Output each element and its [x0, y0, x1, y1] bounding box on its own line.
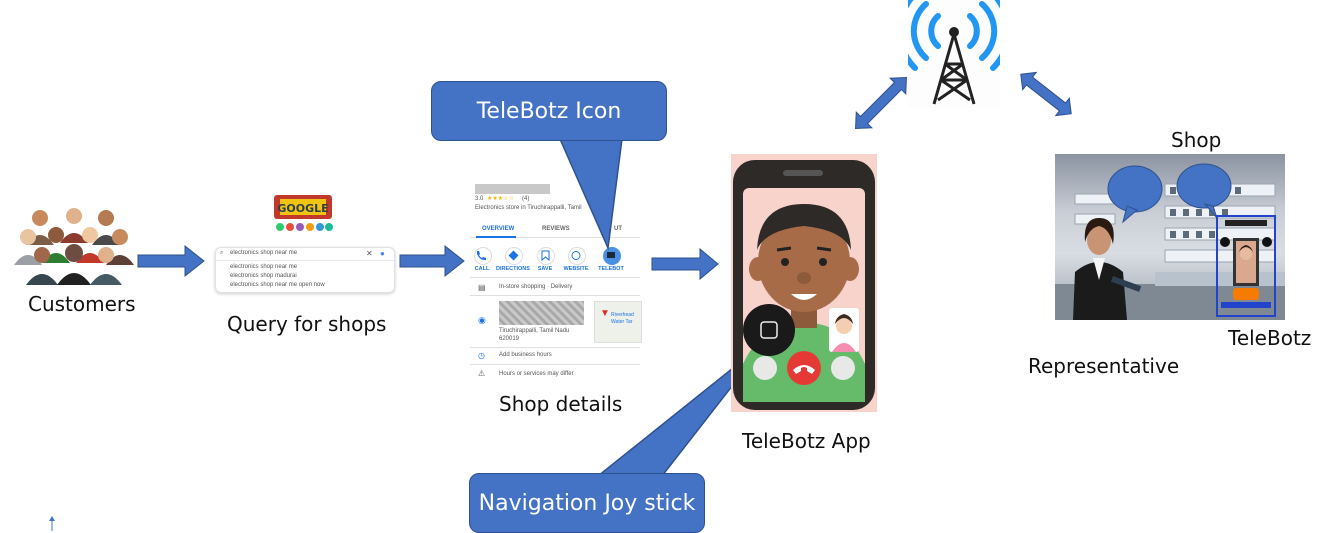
website-icon[interactable] [568, 247, 586, 265]
hours-note: Hours or services may differ [499, 371, 574, 377]
app-label: TeleBotz App [742, 429, 871, 453]
add-hours-link[interactable]: Add business hours [499, 352, 552, 358]
call-icon[interactable] [474, 247, 492, 265]
shop-details-label: Shop details [499, 392, 623, 416]
svg-text:GOOGLE: GOOGLE [277, 202, 328, 215]
wireless-tower-icon [896, 0, 1012, 71]
map-label: Riverhead [611, 312, 634, 318]
tower-illustration [896, 0, 1012, 108]
directions-label: DIRECTIONS [496, 266, 530, 272]
representative-label: Representative [1028, 354, 1180, 378]
service-options: In-store shopping · Delivery [499, 284, 573, 290]
call-label: CALL [474, 266, 490, 272]
search-input[interactable]: electronics shop near me [230, 250, 298, 256]
address-line: Tiruchirappalli, Tamil Nadu [499, 328, 570, 334]
representative-person [1073, 218, 1142, 320]
search-icon: ⌕ [220, 250, 224, 256]
tab-overview[interactable]: OVERVIEW [482, 226, 515, 232]
speech-bubbles [1107, 163, 1232, 224]
query-label: Query for shops [227, 312, 387, 336]
suggestion-item[interactable]: electronics shop near me [230, 264, 298, 270]
warning-icon: ⚠ [478, 369, 486, 378]
rating-stars: ★★★☆☆ [487, 196, 514, 202]
hangup-button [787, 351, 821, 385]
joystick-icon [743, 304, 795, 356]
joystick-callout: Navigation Joy stick [469, 473, 705, 533]
address-redacted [499, 301, 584, 325]
directions-icon[interactable] [505, 247, 523, 265]
rating-value: 3.0 [475, 196, 484, 202]
pip-video [829, 308, 859, 352]
customers-illustration [14, 205, 134, 285]
shop-photo [1055, 154, 1285, 320]
tab-underline [476, 236, 516, 238]
location-pin-icon: ◉ [478, 315, 486, 325]
shop-category: Electronics store in Tiruchirappalli, Ta… [475, 205, 582, 211]
shop-name-redacted [475, 184, 550, 194]
arrow-query-to-details [399, 244, 465, 278]
icon-callout-pointer [558, 138, 623, 251]
telebotz-icon-callout: TeleBotz Icon [431, 81, 667, 141]
map-label: Water Tar [611, 319, 633, 325]
arrow-customers-to-query [137, 244, 205, 278]
arrow-details-to-app [651, 247, 719, 281]
clock-icon: ◷ [478, 351, 485, 360]
website-label: WEBSITE [563, 266, 589, 272]
arrow-tower-shop [1020, 71, 1072, 117]
search-box[interactable]: ⌕ electronics shop near me ✕ ● electroni… [215, 247, 395, 293]
action-glyphs [477, 250, 615, 262]
customers-label: Customers [28, 292, 136, 316]
map-thumbnail[interactable]: ▼ Riverhead Water Tar [594, 301, 642, 343]
camera-button [831, 356, 855, 380]
telebotz-app-illustration [731, 154, 877, 412]
map-pin-icon: ▼ [600, 308, 610, 319]
tab-reviews[interactable]: REVIEWS [542, 226, 570, 232]
save-label: SAVE [537, 266, 553, 272]
suggestion-item[interactable]: electronics shop near me open now [230, 282, 325, 288]
save-icon[interactable] [537, 247, 555, 265]
rating-count: (4) [522, 196, 530, 202]
mic-icon[interactable]: ● [380, 249, 385, 258]
arrow-app-tower [855, 77, 907, 129]
telebotz-robot [1216, 215, 1276, 317]
telebotz-label: TeleBotz [1228, 326, 1312, 350]
people-icon [14, 208, 134, 285]
telebot-label: TELEBOT [598, 266, 624, 272]
storefront-icon: ▤ [478, 283, 486, 292]
close-icon[interactable]: ✕ [366, 249, 373, 258]
google-doodle: GOOGLE [268, 193, 338, 235]
mute-button [753, 356, 777, 380]
shop-label: Shop [1171, 128, 1222, 152]
suggestion-item[interactable]: electronics shop madurai [230, 273, 297, 279]
tab-about[interactable]: UT [614, 226, 622, 232]
address-postcode: 620019 [499, 336, 520, 342]
